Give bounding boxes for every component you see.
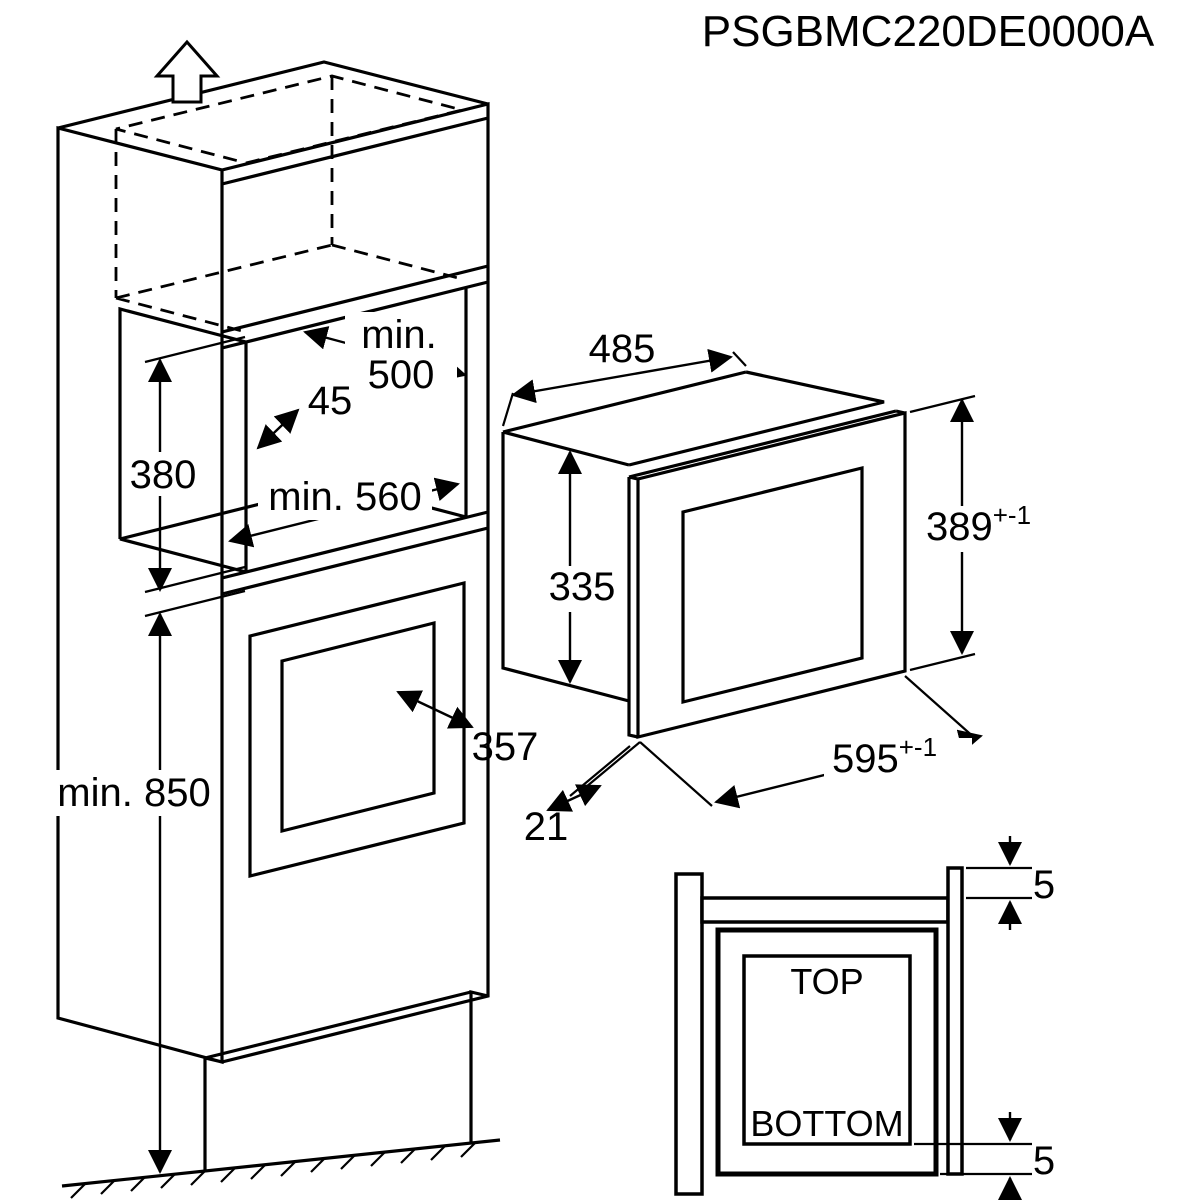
dim-frame-depth-arrow [546,784,602,812]
dim-door: 357 [472,725,539,769]
detail-side-panel [674,872,704,1196]
dim-niche-height: 380 [130,453,197,497]
detail-top-panel [700,896,950,924]
detail-top-gap: 5 [1033,863,1055,907]
dim-plinth-height: min. 850 [57,771,210,815]
cabinet-outline [56,60,490,1171]
label-masks [52,312,1048,816]
dim-niche-depth-value: 500 [368,353,435,397]
dimension-labels: PSGBMC220DE0000A min. 500 45 380 min. 56… [57,7,1155,1183]
microwave-drawing [501,370,907,740]
microwave-outline [501,370,907,740]
floor-line [61,1138,501,1188]
cabinet-hidden-lines [114,74,463,333]
detail-bottom-label: BOTTOM [750,1103,903,1144]
dim-door-arrow [396,690,474,729]
ventilation-arrow-icon [153,39,221,104]
dim-niche-width: min. 560 [268,475,421,519]
extension-lines [144,335,1032,1176]
detail-frame-inner [742,954,912,1146]
detail-bottom-gap: 5 [1033,1139,1055,1183]
dimension-arrows [148,326,1022,1200]
dim-body-height: 335 [549,565,616,609]
floor-hatching [70,1142,476,1199]
dim-front-height: 389+-1 [926,500,1031,549]
detail-frame-edge [946,866,964,1176]
drawing-code: PSGBMC220DE0000A [702,7,1155,56]
dim-niche-depth-prefix: min. [361,313,437,357]
dim-side-clearance-arrow [256,408,300,450]
cabinet-drawing [56,39,501,1199]
dim-front-width: 595+-1 [832,732,937,781]
dim-frame-depth: 21 [524,805,569,849]
detail-top-label: TOP [790,961,863,1002]
detail-view [674,866,964,1196]
dim-body-width: 485 [589,327,656,371]
dim-side-clearance: 45 [308,379,353,423]
dim-body-width-arrow [511,348,733,404]
